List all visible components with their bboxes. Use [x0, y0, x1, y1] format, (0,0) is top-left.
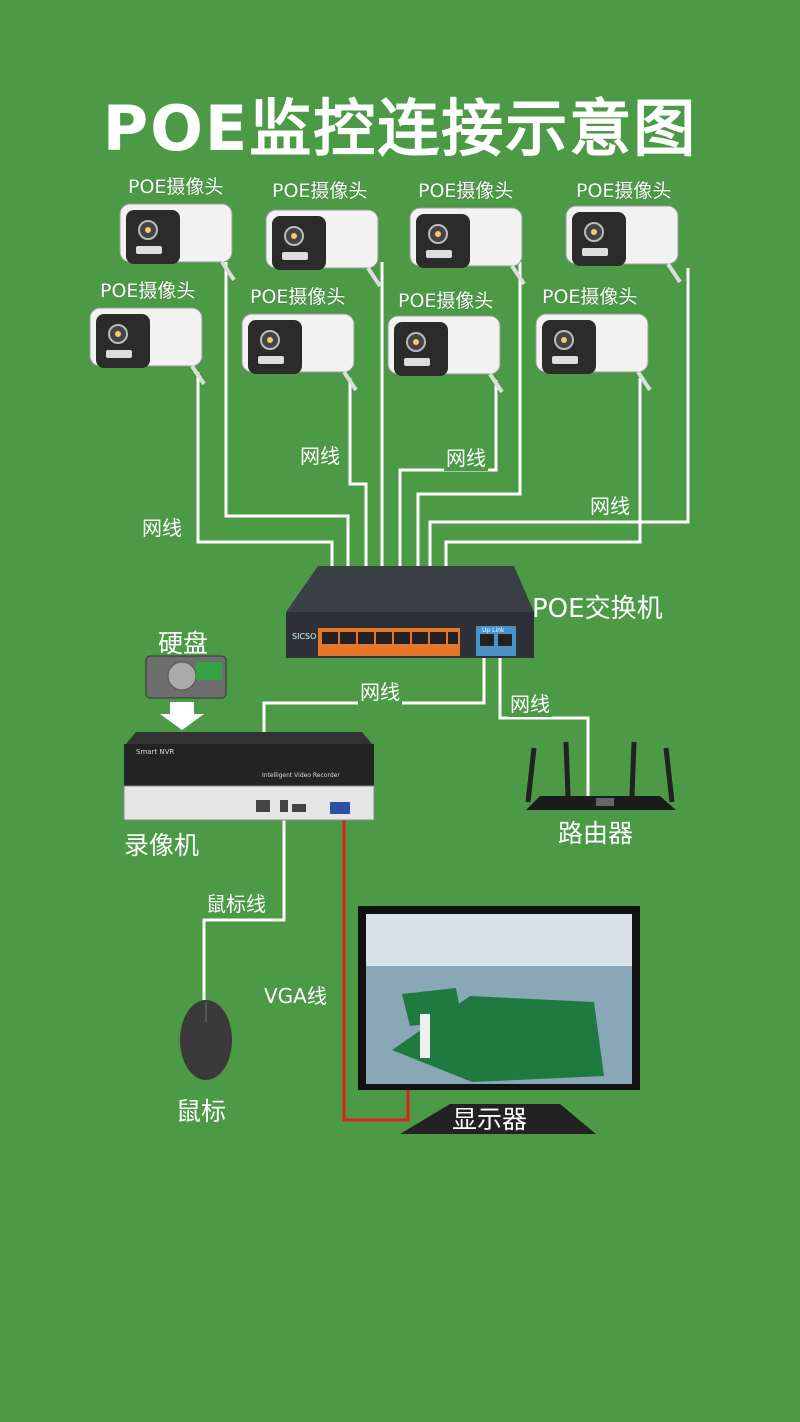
monitor-icon	[358, 906, 640, 1134]
camera-icon-4	[565, 205, 682, 284]
mouse-icon	[180, 1000, 232, 1080]
camera-icon-7	[387, 315, 504, 394]
camera-label-7: POE摄像头	[398, 290, 494, 312]
poe-switch-icon	[286, 566, 534, 658]
camera-label-8: POE摄像头	[542, 286, 638, 308]
nvr-label: 录像机	[124, 831, 200, 860]
wire-cam3	[416, 262, 522, 630]
cable-label-net5: 网线	[358, 676, 402, 705]
cable-label-net1: 网线	[298, 440, 342, 469]
hdd-label: 硬盘	[158, 629, 209, 658]
switch-uplink-label: Up Link	[482, 627, 505, 634]
wire-nvr-mouse	[202, 808, 286, 1000]
camera-label-2: POE摄像头	[272, 180, 368, 202]
cable-label-mouse: 鼠标线	[204, 888, 268, 917]
camera-label-1: POE摄像头	[128, 176, 224, 198]
hdd-icon	[145, 655, 227, 730]
nvr-brand: Smart NVR	[136, 748, 175, 756]
camera-icon-1	[119, 203, 236, 282]
router-icon	[525, 741, 676, 810]
camera-label-5: POE摄像头	[100, 280, 196, 302]
switch-brand: SICSO	[292, 632, 317, 641]
vga-wire	[342, 812, 410, 1122]
camera-icon-8	[535, 313, 652, 392]
cable-label-vga: VGA线	[262, 980, 329, 1009]
camera-icon-6	[241, 313, 358, 392]
cable-label-net3: 网线	[140, 512, 184, 541]
page-title: POE监控连接示意图	[102, 92, 698, 165]
network-wires	[196, 262, 690, 1000]
monitor-label: 显示器	[452, 1105, 528, 1134]
cable-label-net6: 网线	[508, 688, 552, 717]
camera-label-6: POE摄像头	[250, 286, 346, 308]
nvr-model: Intelligent Video Recorder	[262, 772, 340, 779]
camera-label-3: POE摄像头	[418, 180, 514, 202]
camera-icon-2	[265, 209, 382, 288]
camera-icon-5	[89, 307, 206, 386]
camera-icon-3	[409, 207, 526, 286]
mouse-label: 鼠标	[176, 1097, 227, 1126]
nvr-icon	[123, 732, 375, 821]
camera-label-4: POE摄像头	[576, 180, 672, 202]
cable-label-net4: 网线	[588, 490, 632, 519]
cable-label-net2: 网线	[444, 442, 488, 471]
wire-switch-router	[498, 646, 590, 800]
wire-cam6	[348, 378, 368, 630]
router-label: 路由器	[558, 819, 634, 848]
switch-label: POE交换机	[532, 594, 663, 624]
